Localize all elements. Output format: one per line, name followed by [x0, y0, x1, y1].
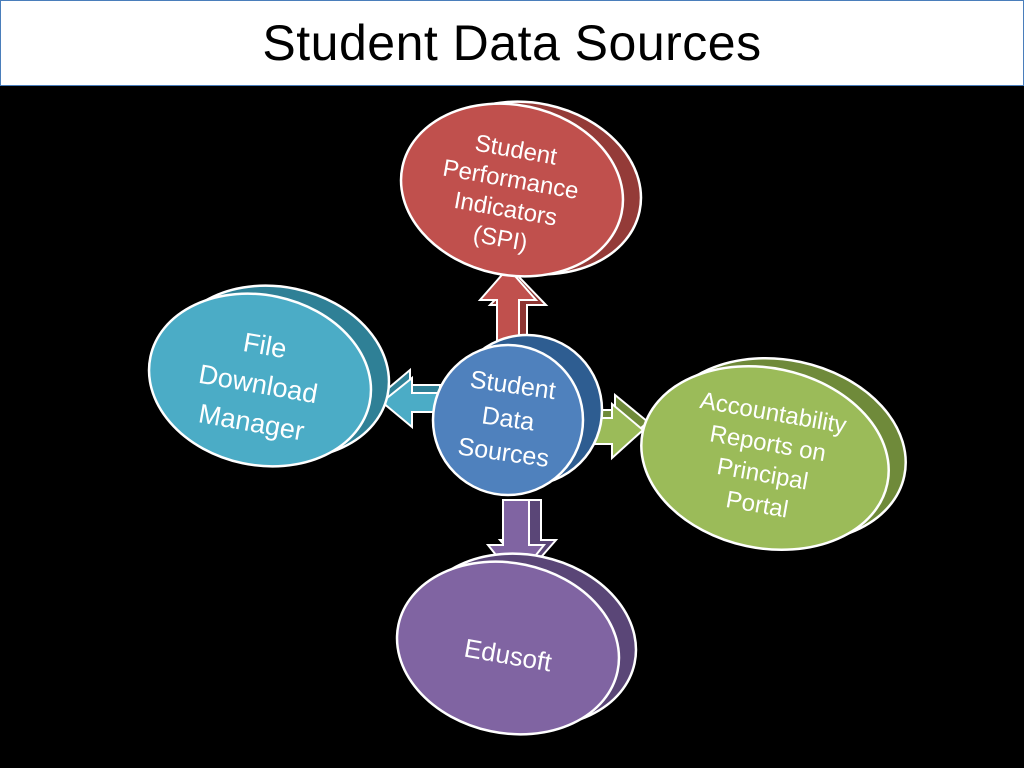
- node-accountability: Accountability Reports on Principal Port…: [640, 356, 907, 552]
- node-edusoft: Edusoft: [395, 552, 638, 736]
- arrow-to-spi: [477, 266, 549, 346]
- file-line-0: File: [241, 327, 289, 364]
- node-spi: Student Performance Indicators (SPI): [399, 100, 643, 278]
- title-bar: Student Data Sources: [0, 0, 1024, 86]
- node-center: Student Data Sources: [431, 333, 604, 497]
- page-title: Student Data Sources: [262, 15, 762, 71]
- node-file-download: File Download Manager: [147, 284, 391, 468]
